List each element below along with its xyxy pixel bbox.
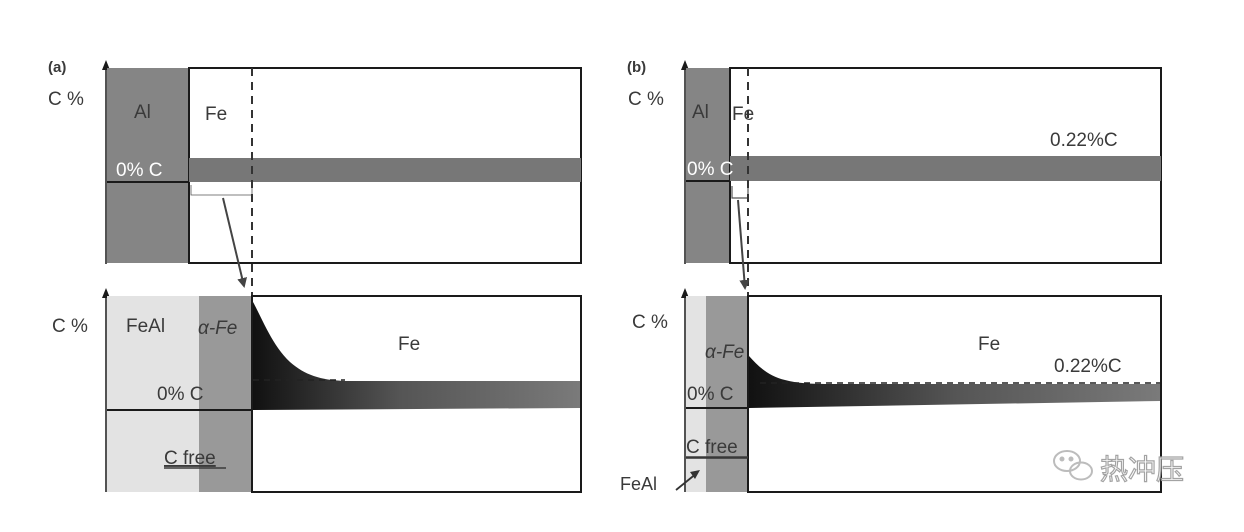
- c-free-label: C free: [686, 437, 738, 458]
- panel-b-bottom: C % α-Fe Fe 0.22%C 0% C C free FeAl: [620, 288, 1162, 494]
- region-fe-label: Fe: [978, 334, 1000, 355]
- carbon-band: [189, 158, 581, 182]
- region-alpha-fe-label: α-Fe: [705, 342, 744, 363]
- wechat-icon: [1053, 450, 1093, 481]
- axis-label: C %: [48, 89, 84, 110]
- watermark: 热冲压: [1053, 450, 1185, 487]
- panel-a-bottom: C % FeAl α-Fe Fe 0% C C free: [52, 288, 582, 493]
- panel-a-top: C % Al Fe 0% C: [48, 60, 582, 264]
- axis-label: C %: [628, 89, 664, 110]
- y-axis-arrow-icon: [681, 60, 689, 70]
- carbon-profile: [749, 356, 1160, 408]
- panel-a: (a) C % Al Fe 0% C C %: [48, 59, 582, 493]
- zoom-bracket-outline: [190, 185, 253, 196]
- region-fe-label: Fe: [732, 104, 754, 125]
- region-al-label: Al: [692, 102, 709, 123]
- region-feal-label: FeAl: [126, 316, 165, 337]
- al-region: [686, 68, 730, 263]
- carbon-band: [730, 156, 1161, 181]
- zoom-arrow: [222, 197, 248, 288]
- carbon-label: 0.22%C: [1054, 356, 1122, 377]
- carbon-profile: [253, 302, 580, 410]
- band-label: 0% C: [687, 384, 733, 405]
- y-axis-arrow-icon: [102, 60, 110, 70]
- panel-b: (b) C % Al Fe 0.22%C 0% C C %: [620, 59, 1162, 494]
- region-fe-label: Fe: [205, 104, 227, 125]
- alpha-fe-region: [199, 296, 252, 492]
- axis-label: C %: [632, 312, 668, 333]
- feal-region: [107, 296, 199, 492]
- carbon-label: 0.22%C: [1050, 130, 1118, 151]
- region-alpha-fe-label: α-Fe: [198, 318, 237, 339]
- feal-region: [686, 296, 706, 492]
- axis-label: C %: [52, 316, 88, 337]
- panel-b-label: (b): [627, 59, 646, 76]
- zoom-arrow: [737, 199, 750, 290]
- watermark-text: 热冲压: [1100, 453, 1184, 486]
- y-axis-arrow-icon: [681, 288, 689, 298]
- band-label: 0% C: [687, 159, 733, 180]
- region-fe-label: Fe: [398, 334, 420, 355]
- panel-b-top: C % Al Fe 0.22%C 0% C: [628, 60, 1162, 264]
- feal-callout-arrowhead-icon: [690, 470, 700, 479]
- c-free-label: C free: [164, 448, 216, 469]
- zoom-bracket: [731, 186, 749, 199]
- band-label: 0% C: [157, 384, 203, 405]
- feal-callout-label: FeAl: [620, 474, 657, 494]
- zoom-bracket: [191, 186, 252, 195]
- y-axis-arrow-icon: [102, 288, 110, 298]
- panel-a-label: (a): [48, 59, 66, 76]
- band-label: 0% C: [116, 160, 162, 181]
- region-al-label: Al: [134, 102, 151, 123]
- alpha-fe-region: [706, 296, 748, 492]
- al-region: [107, 68, 189, 263]
